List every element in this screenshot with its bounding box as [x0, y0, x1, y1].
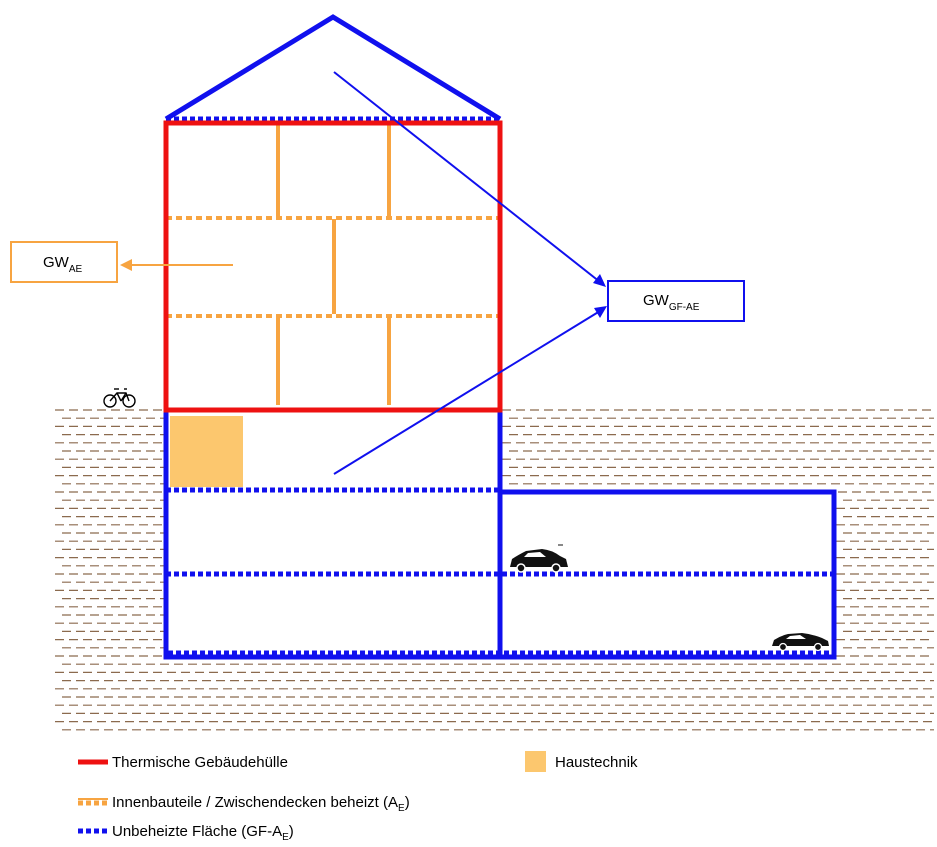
heated-interior-components: [166, 125, 500, 405]
gw-gf-ae-box: [607, 280, 745, 322]
roof-outline: [164, 14, 502, 122]
gw-ae-label: GWAE: [43, 254, 82, 275]
legend-label-unheated-area: Unbeheizte Fläche (GF-AE): [112, 823, 294, 843]
gw-gf-ae-label: GWGF-AE: [643, 292, 700, 313]
unheated-basement-walls: [163, 410, 837, 660]
thermal-envelope: [163, 120, 503, 413]
building-services-block: [170, 416, 243, 487]
arrow-head-from-basement: [594, 306, 607, 318]
car-icon: [510, 544, 568, 573]
legend: Thermische Gebäudehülle Haustechnik Inne…: [78, 751, 638, 843]
gw-ae-box: [10, 241, 118, 283]
car-icon: [772, 633, 829, 652]
arrow-from-basement: [333, 310, 601, 475]
legend-label-building-services: Haustechnik: [555, 754, 638, 771]
arrow-from-attic: [333, 71, 601, 283]
bicycle-icon: [103, 388, 136, 408]
unheated-slabs: [166, 487, 834, 656]
legend-label-thermal-envelope: Thermische Gebäudehülle: [112, 754, 288, 771]
arrow-head-from-attic: [593, 274, 606, 287]
legend-swatch-building-services: [525, 751, 546, 772]
legend-label-interior-heated: Innenbauteile / Zwischendecken beheizt (…: [112, 794, 410, 814]
arrow-head-gw-ae: [120, 259, 132, 271]
